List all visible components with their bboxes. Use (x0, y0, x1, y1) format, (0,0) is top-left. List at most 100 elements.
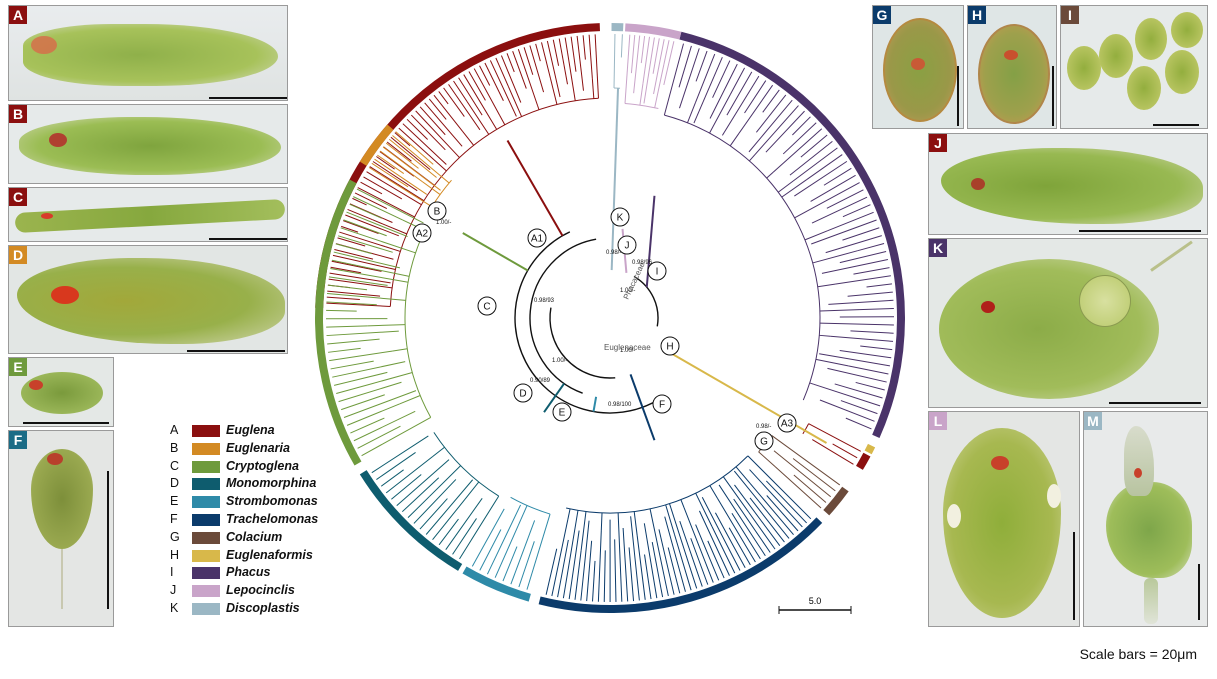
photo-panel-M: M (1083, 411, 1208, 627)
internal-branch (385, 246, 401, 252)
leaf-branch (438, 91, 449, 105)
internal-branch (399, 395, 421, 405)
leaf-branch (748, 512, 776, 550)
node-circle (652, 394, 672, 414)
internal-branch (758, 451, 776, 467)
node-label: A3 (781, 419, 794, 430)
backbone-arc (633, 275, 659, 327)
leaf-branch (695, 50, 708, 82)
leaf-branch (580, 520, 590, 601)
internal-branch (709, 94, 731, 134)
leaf-branch (592, 560, 596, 602)
leaf-branch (328, 347, 361, 353)
node-label: B (434, 207, 441, 218)
legend-genus-name: Cryptoglena (226, 458, 299, 473)
internal-branch (550, 78, 558, 105)
leaf-branch (789, 140, 833, 176)
leaf-branch (369, 166, 399, 185)
leaf-branch (336, 383, 371, 395)
node-label: D (519, 389, 526, 400)
internal-branch (633, 511, 638, 536)
leaf-branch (744, 80, 767, 114)
leaf-branch (733, 498, 771, 553)
panel-letter: A (9, 6, 27, 24)
leaf-branch (813, 383, 881, 407)
leaf-branch (338, 235, 393, 253)
leaf-branch (620, 34, 623, 58)
leaf-branch (363, 176, 403, 200)
legend-genus-name: Euglena (226, 423, 275, 437)
leaf-branch (644, 554, 652, 600)
node-circle (610, 207, 630, 227)
node-circle (527, 228, 547, 248)
leaf-branch (811, 196, 868, 224)
leaf-branch (526, 513, 551, 590)
legend-letter: I (170, 565, 174, 580)
leaf-branch (570, 36, 577, 72)
leaf-branch (551, 519, 569, 597)
panel-letter: M (1084, 412, 1102, 430)
photo-panel-J: J (928, 133, 1208, 235)
internal-branch (406, 212, 415, 218)
leaf-branch (346, 211, 408, 238)
internal-branch (722, 476, 750, 513)
node-circle (647, 261, 667, 281)
panel-letter: B (9, 105, 27, 123)
support-value: 1.00/- (620, 348, 635, 354)
leaf-branch (718, 484, 766, 557)
leaf-branch (650, 510, 669, 597)
leaf-branch (734, 484, 781, 546)
legend-genus-name: Euglenaformis (226, 547, 313, 562)
leaf-branch (518, 541, 535, 588)
leaf-branch (372, 161, 418, 192)
leaf-branch (347, 208, 373, 221)
photo-panel-F: F (8, 430, 114, 627)
leaf-branch (415, 110, 429, 125)
legend-swatch (192, 478, 220, 491)
panel-letter: D (9, 246, 27, 264)
leaf-branch (357, 425, 401, 449)
panel-letter: I (1061, 6, 1079, 24)
backbone-arc (529, 238, 597, 394)
leaf-branch (394, 132, 411, 147)
clade-arc (624, 23, 682, 40)
leaf-branch (328, 278, 371, 286)
leaf-branch (529, 45, 545, 93)
leaf-branch (343, 220, 379, 235)
internal-branch (499, 114, 506, 126)
leaf-branch (847, 291, 893, 297)
leaf-branch (630, 516, 640, 601)
photo-panel-E: E (8, 357, 114, 427)
leaf-branch (652, 38, 660, 74)
clade-arc (359, 124, 394, 166)
legend-swatch (192, 531, 220, 544)
leaf-branch (484, 62, 504, 101)
internal-branch (517, 505, 528, 526)
node-circle (777, 413, 797, 433)
node-label: F (659, 400, 665, 411)
leaf-branch (574, 550, 582, 600)
leaf-branch (828, 299, 894, 305)
internal-branch (428, 154, 447, 172)
internal-branch (804, 230, 828, 241)
leaf-branch (842, 227, 880, 241)
legend-genus-name: Colacium (226, 529, 283, 544)
leaf-branch (586, 540, 593, 602)
internal-branch (567, 52, 576, 101)
clade-arc (823, 486, 849, 516)
leaf-branch (796, 182, 860, 218)
internal-branch (369, 372, 413, 385)
internal-branch (709, 485, 719, 499)
legend-letter: D (170, 476, 180, 491)
leaf-branch (473, 68, 500, 116)
clade-connector (462, 232, 529, 272)
clade-subtree (389, 97, 599, 307)
leaf-branch (773, 450, 832, 498)
leaf-branch (640, 36, 646, 64)
leaf-branch (419, 498, 448, 530)
internal-branch (665, 504, 675, 535)
leaf-branch (800, 134, 828, 158)
leaf-branch (438, 518, 459, 546)
clade-arc (359, 470, 463, 571)
leaf-branch (633, 35, 641, 94)
